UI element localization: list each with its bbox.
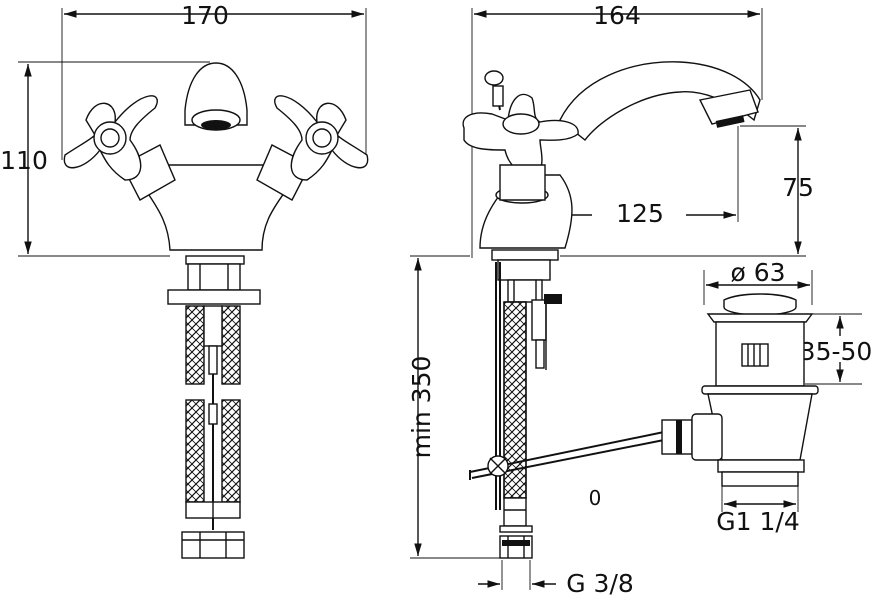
front-view: 170 110 (0, 1, 369, 559)
front-left-cross-handle (63, 95, 158, 181)
waste-linkage-rod (469, 431, 665, 480)
dimension-label-front-width: 170 (181, 1, 229, 30)
dimension-waste-diameter: ø 63 (703, 258, 813, 305)
dimension-label-spout-reach: 125 (616, 199, 664, 228)
side-view: 164 75 125 (407, 1, 814, 598)
side-spout (559, 61, 761, 141)
dimension-label-hose-thread: G 3/8 (566, 569, 634, 598)
front-dome (184, 62, 248, 126)
dimension-front-height: 110 (0, 61, 210, 257)
dimension-label-waste-range: 35-50 (800, 337, 873, 366)
side-popup-lever (484, 70, 504, 111)
dimension-label-side-width: 164 (593, 1, 641, 30)
dimension-hose-thread: G 3/8 (478, 560, 634, 598)
front-spout-outlet (201, 120, 231, 130)
dimension-waste-range: 35-50 (800, 313, 874, 385)
dimension-spout-reach: 125 (521, 126, 739, 245)
dimension-label-spout-height: 75 (782, 173, 814, 202)
front-mounting-plate (167, 289, 261, 305)
side-cross-handle (462, 93, 579, 201)
waste-fitting: ø 63 35-50 G1 1/4 (661, 258, 874, 536)
front-flexible-hoses (181, 305, 245, 559)
front-right-cross-handle (274, 95, 369, 181)
dimension-label-waste-diameter: ø 63 (730, 258, 785, 287)
dimension-label-hose-length: min 350 (407, 356, 436, 459)
dimension-spout-height: 75 (560, 125, 814, 257)
stray-mark: 0 (589, 486, 602, 510)
side-spout-aerator (715, 115, 745, 128)
dimension-front-width: 170 (61, 1, 367, 160)
dimension-hose-length: min 350 (407, 255, 500, 559)
dimension-label-front-height: 110 (0, 146, 48, 175)
dimension-label-waste-thread: G1 1/4 (716, 507, 799, 536)
